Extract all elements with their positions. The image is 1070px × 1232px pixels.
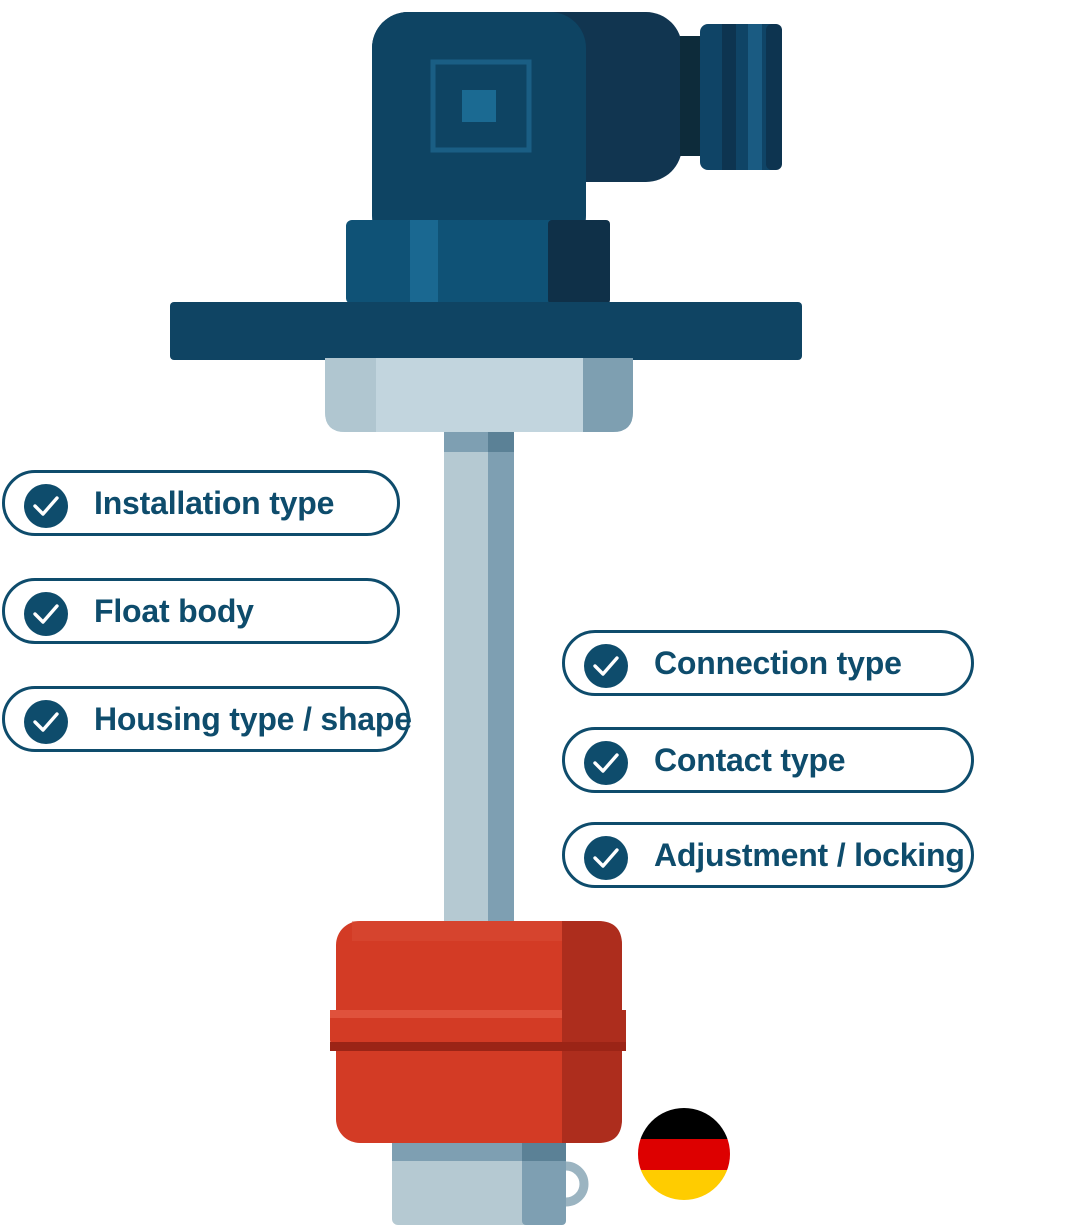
feature-pill-connection-type: Connection type [562, 630, 974, 696]
bottom-stopper [392, 1143, 589, 1225]
feature-label: Connection type [654, 645, 902, 681]
germany-flag-icon [638, 1108, 730, 1200]
feature-label: Contact type [654, 742, 846, 778]
flange [170, 302, 802, 360]
check-circle-icon [584, 836, 628, 880]
feature-label: Housing type / shape [94, 701, 412, 737]
check-circle-icon [24, 484, 68, 528]
check-circle-icon [584, 741, 628, 785]
feature-pill-contact-type: Contact type [562, 727, 974, 793]
feature-pill-adjustment-locking: Adjustment / locking [562, 822, 974, 888]
stem-tube [444, 432, 514, 927]
check-circle-icon [24, 592, 68, 636]
thread-adapter [325, 358, 633, 432]
connector-plug [372, 12, 782, 252]
feature-label: Adjustment / locking [654, 837, 965, 873]
feature-label: Installation type [94, 485, 335, 521]
feature-pill-installation-type: Installation type [2, 470, 400, 536]
float-body [330, 921, 626, 1143]
feature-label: Float body [94, 593, 254, 629]
hex-nut [346, 220, 610, 304]
feature-pill-housing-type: Housing type / shape [2, 686, 412, 752]
feature-pill-float-body: Float body [2, 578, 400, 644]
check-circle-icon [584, 644, 628, 688]
check-circle-icon [24, 700, 68, 744]
